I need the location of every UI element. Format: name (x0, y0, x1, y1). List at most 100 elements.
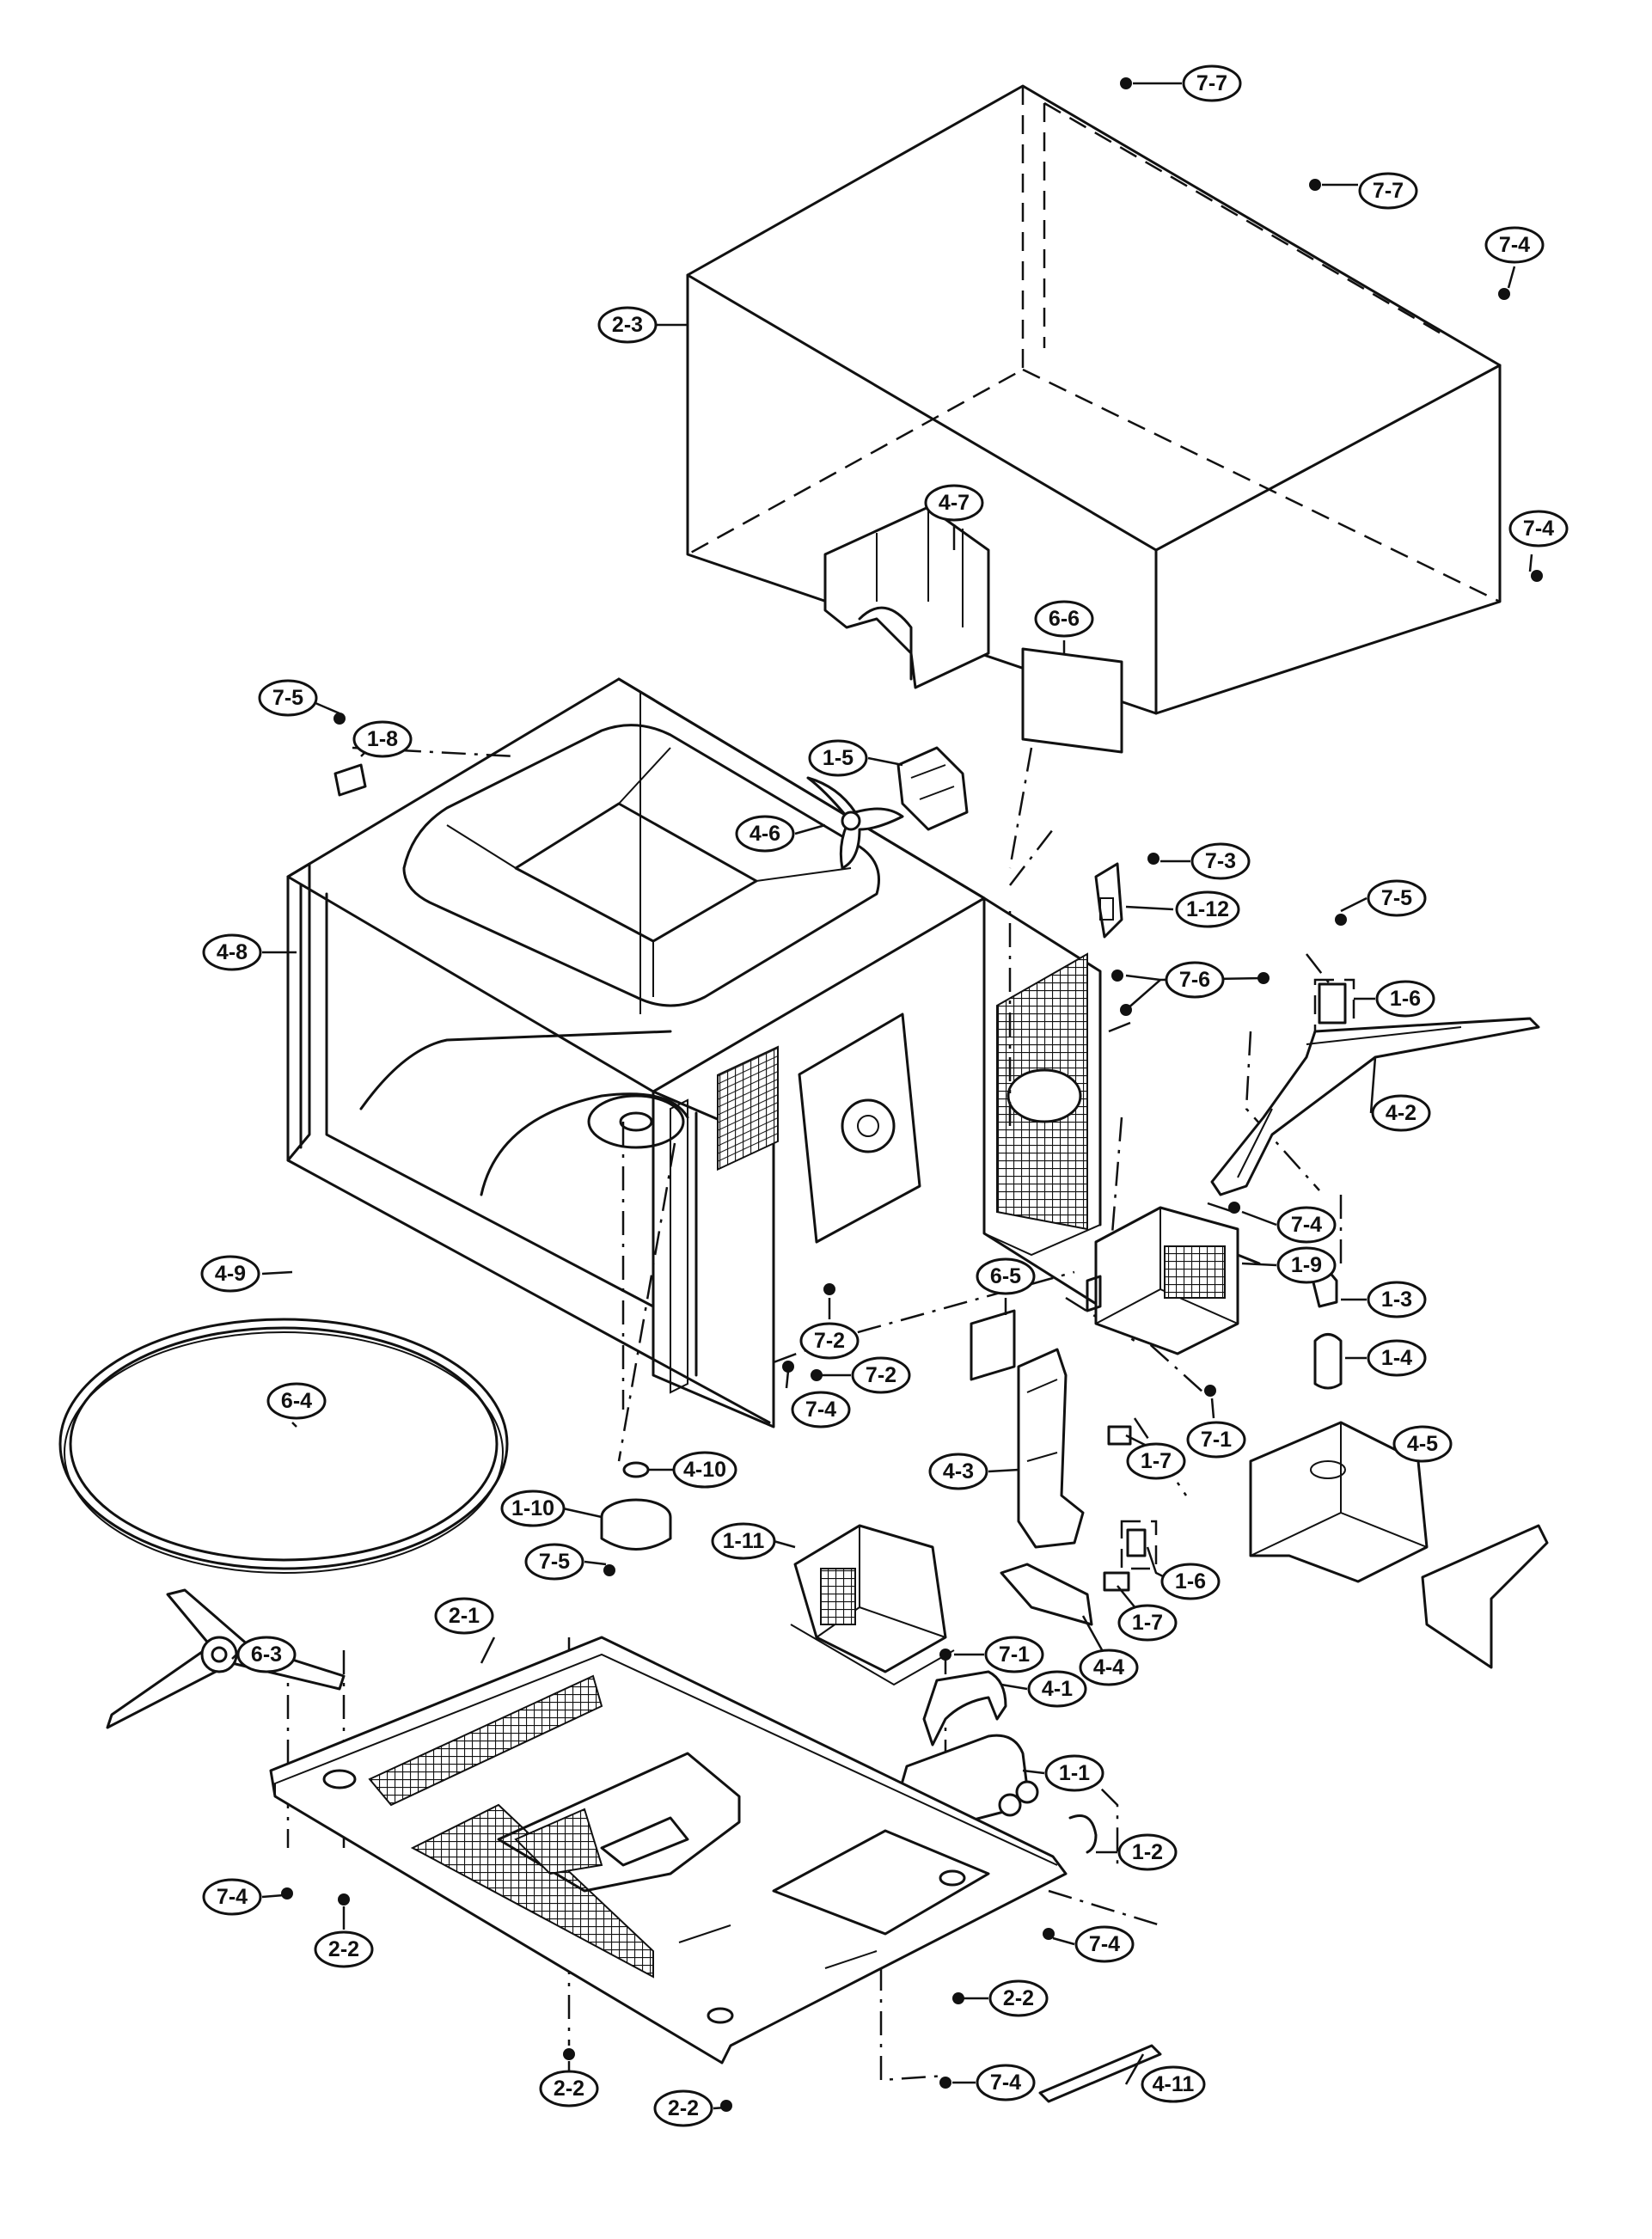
callout-label: 7-4 (805, 1398, 836, 1422)
callout-c-4-1: 4-1 (1027, 1670, 1087, 1708)
callout-label: 7-4 (990, 2071, 1021, 2095)
callout-bubble (988, 1979, 1049, 2017)
part-callouts: 7-77-77-42-37-44-76-67-51-81-54-67-31-12… (200, 64, 1569, 2127)
callout-label: 1-6 (1390, 987, 1421, 1011)
callout-bubble (1117, 1604, 1178, 1642)
callout-bubble (539, 2070, 599, 2107)
turntable-ring (58, 1318, 509, 1574)
callout-label: 6-3 (251, 1643, 282, 1667)
callout-bubble (1375, 980, 1435, 1018)
callout-label: 7-4 (217, 1885, 248, 1909)
callout-bubble (1027, 1670, 1087, 1708)
callout-bubble (791, 1391, 851, 1428)
callout-bubble (434, 1597, 494, 1635)
callout-bubble (202, 933, 262, 971)
label-6-6 (1021, 647, 1123, 754)
callout-label: 7-7 (1196, 71, 1227, 95)
callout-label: 7-4 (1089, 1932, 1120, 1956)
callout-label: 7-4 (1291, 1213, 1322, 1237)
base-plate (269, 1636, 1068, 2065)
callout-label: 4-10 (683, 1458, 726, 1482)
callout-label: 1-2 (1132, 1840, 1163, 1864)
callout-label: 7-7 (1373, 179, 1404, 203)
latch-bracket (1210, 1017, 1540, 1196)
callout-label: 4-4 (1093, 1655, 1124, 1679)
switch-lever (1000, 1563, 1093, 1626)
callout-bubble (1484, 226, 1545, 264)
callout-label: 1-12 (1186, 897, 1229, 921)
callout-c-4-9: 4-9 (200, 1255, 260, 1293)
latch-hook (1017, 1348, 1158, 1592)
callout-c-1-1: 1-1 (1044, 1754, 1104, 1792)
callout-label: 7-5 (272, 686, 303, 710)
motor-bracket (823, 505, 990, 689)
callout-c-1-6-a: 1-6 (1375, 980, 1435, 1018)
callout-bubble (1165, 961, 1225, 999)
callout-bubble (524, 1543, 584, 1581)
callout-bubble (928, 1453, 988, 1490)
callout-bubble (976, 1257, 1036, 1295)
callout-label: 2-1 (449, 1604, 480, 1628)
callout-c-7-5-a: 7-5 (258, 679, 318, 717)
callout-label: 1-10 (511, 1496, 554, 1520)
callout-bubble (711, 1522, 776, 1560)
callout-label: 7-3 (1205, 849, 1236, 873)
callout-c-1-8: 1-8 (352, 720, 413, 758)
outer-cabinet (686, 84, 1502, 715)
callout-c-4-6: 4-6 (735, 815, 795, 853)
callout-bubble (799, 1322, 860, 1360)
callout-bubble (1074, 1925, 1135, 1963)
callout-bubble (1175, 890, 1240, 928)
callout-c-4-3: 4-3 (928, 1453, 988, 1490)
callout-bubble (1141, 2065, 1206, 2103)
callout-c-7-1-b: 7-1 (984, 1636, 1044, 1673)
callout-bubble (1186, 1421, 1246, 1459)
callout-label: 1-6 (1175, 1569, 1206, 1594)
callout-c-2-2-c: 2-2 (539, 2070, 599, 2107)
callout-c-6-3: 6-3 (236, 1636, 297, 1673)
callout-c-7-4-g: 7-4 (976, 2064, 1036, 2101)
callout-c-7-4-c: 7-4 (1276, 1206, 1337, 1244)
callout-c-4-7: 4-7 (924, 484, 984, 522)
callout-label: 6-6 (1049, 607, 1080, 631)
callout-bubble (1034, 600, 1094, 638)
callout-c-1-11: 1-11 (711, 1522, 776, 1560)
callout-bubble (266, 1382, 327, 1420)
fuse-holder (1094, 862, 1123, 939)
callout-c-1-3: 1-3 (1367, 1281, 1427, 1318)
callout-bubble (1182, 64, 1242, 102)
callout-c-1-7-a: 1-7 (1126, 1442, 1186, 1480)
screws (281, 77, 1543, 2112)
callout-c-7-4-f: 7-4 (1074, 1925, 1135, 1963)
leader-lines (231, 82, 1533, 2110)
callout-c-7-3: 7-3 (1190, 842, 1251, 880)
callout-c-7-2-a: 7-2 (799, 1322, 860, 1360)
callout-bubble (976, 2064, 1036, 2101)
callout-label: 7-2 (814, 1329, 845, 1353)
callout-bubble (653, 2089, 713, 2127)
callout-label: 1-9 (1291, 1253, 1322, 1277)
callout-bubble (352, 720, 413, 758)
callout-bubble (924, 484, 984, 522)
callout-c-1-10: 1-10 (500, 1490, 566, 1527)
turntable-support (106, 1588, 346, 1729)
callout-bubble (1117, 1833, 1178, 1871)
callout-label: 1-1 (1059, 1761, 1090, 1785)
callout-bubble (1160, 1563, 1221, 1600)
callout-c-4-2: 4-2 (1371, 1094, 1431, 1132)
callout-label: 1-4 (1381, 1346, 1412, 1370)
callout-bubble (672, 1451, 737, 1489)
callout-label: 1-8 (367, 727, 398, 751)
callout-label: 1-7 (1132, 1611, 1163, 1635)
callout-bubble (200, 1255, 260, 1293)
callout-label: 1-3 (1381, 1288, 1412, 1312)
callout-bubble (1079, 1649, 1139, 1686)
callout-c-7-4-d: 7-4 (791, 1391, 851, 1428)
callout-label: 7-2 (866, 1363, 896, 1387)
turntable-motor (600, 1461, 672, 1551)
callout-bubble (314, 1930, 374, 1968)
fan-motor (896, 746, 969, 831)
callout-label: 7-1 (1201, 1428, 1232, 1452)
callout-label: 7-5 (539, 1550, 570, 1574)
callout-c-1-2: 1-2 (1117, 1833, 1178, 1871)
